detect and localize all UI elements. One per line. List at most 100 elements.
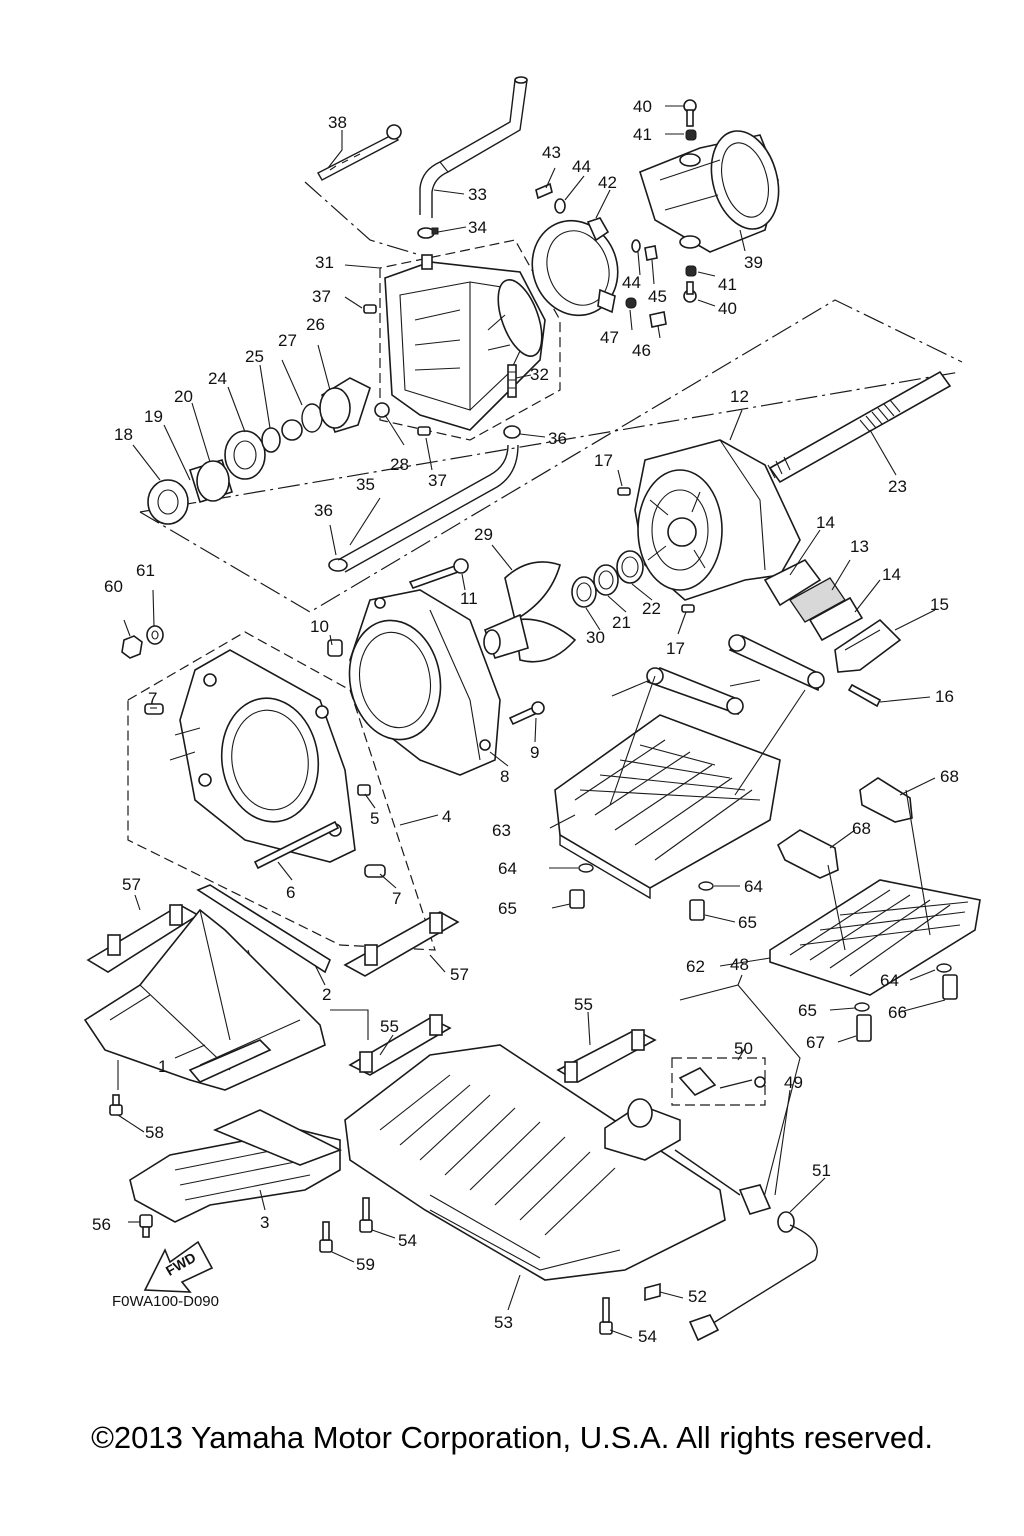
lower-bolts bbox=[109, 1094, 661, 1335]
callout-31: 31 bbox=[315, 253, 334, 272]
callout-45: 45 bbox=[648, 287, 667, 306]
callout-6: 6 bbox=[286, 883, 295, 902]
parts-60-61-nut-washer bbox=[121, 625, 164, 659]
callout-15: 15 bbox=[930, 595, 949, 614]
callout-7b: 7 bbox=[392, 889, 401, 908]
callout-17b: 17 bbox=[666, 639, 685, 658]
part-1-ride-plate bbox=[83, 908, 326, 1091]
part-55-mounts bbox=[348, 1014, 657, 1083]
callout-62: 62 bbox=[686, 957, 705, 976]
callout-13: 13 bbox=[850, 537, 869, 556]
callout-63: 63 bbox=[492, 821, 511, 840]
callout-66: 68 bbox=[852, 819, 871, 838]
assembly-lines bbox=[117, 181, 963, 1206]
part-38-long-bolt bbox=[317, 124, 402, 181]
part-37-pins bbox=[363, 304, 431, 436]
callout-12: 12 bbox=[730, 387, 749, 406]
callout-22: 22 bbox=[642, 599, 661, 618]
callout-65b: 65 bbox=[738, 913, 757, 932]
callout-38: 38 bbox=[328, 113, 347, 132]
callout-65c: 66 bbox=[888, 1003, 907, 1022]
part-53-pump-cover bbox=[344, 1044, 726, 1281]
forward-arrow-icon: FWD bbox=[143, 1240, 214, 1293]
callout-64c: 64 bbox=[880, 971, 899, 990]
leader-lines bbox=[117, 105, 946, 1339]
callout-57a: 57 bbox=[122, 875, 141, 894]
callout-35: 35 bbox=[356, 475, 375, 494]
part-23-drive-shaft bbox=[767, 370, 952, 484]
callout-10: 10 bbox=[310, 617, 329, 636]
part-17-pins bbox=[617, 487, 695, 613]
callout-14b: 14 bbox=[882, 565, 901, 584]
callout-7a: 7 bbox=[148, 689, 157, 708]
part-63-intake-grate bbox=[554, 714, 781, 900]
callout-24: 24 bbox=[208, 369, 227, 388]
part-4-intake-plate bbox=[169, 649, 356, 863]
part-10-collar bbox=[327, 639, 343, 657]
callout-3: 3 bbox=[260, 1213, 269, 1232]
callout-49: 49 bbox=[784, 1073, 803, 1092]
callout-28: 28 bbox=[390, 455, 409, 474]
small-fasteners-top bbox=[535, 99, 697, 328]
part-42-nozzle bbox=[531, 217, 619, 317]
callout-55a: 55 bbox=[380, 1017, 399, 1036]
callout-20: 20 bbox=[174, 387, 193, 406]
callout-61: 61 bbox=[136, 561, 155, 580]
parts-21-22-30-rings bbox=[571, 550, 644, 608]
callout-25: 25 bbox=[245, 347, 264, 366]
callout-1: 1 bbox=[158, 1057, 167, 1076]
parts-48-51-sensor bbox=[604, 1067, 818, 1342]
callout-55b: 55 bbox=[574, 995, 593, 1014]
callout-60: 60 bbox=[104, 577, 123, 596]
part-29-impeller bbox=[483, 561, 577, 663]
callout-36b: 36 bbox=[548, 429, 567, 448]
part-34-clamp bbox=[417, 227, 439, 239]
callout-64d: 65 bbox=[798, 1001, 817, 1020]
callout-54a: 54 bbox=[398, 1231, 417, 1250]
callout-29: 29 bbox=[474, 525, 493, 544]
part-57-mounts bbox=[86, 904, 460, 977]
drawing-code: F0WA100-D090 bbox=[112, 1293, 219, 1310]
callout-4: 4 bbox=[442, 807, 451, 826]
callout-18: 18 bbox=[114, 425, 133, 444]
callout-17a: 17 bbox=[594, 451, 613, 470]
callout-30: 30 bbox=[586, 628, 605, 647]
parts-64-65-fasteners bbox=[569, 863, 958, 1042]
callout-51: 51 bbox=[812, 1161, 831, 1180]
part-2-plate bbox=[196, 884, 331, 974]
callout-34: 34 bbox=[468, 218, 487, 237]
callout-14a: 14 bbox=[816, 513, 835, 532]
callout-40a: 40 bbox=[633, 97, 652, 116]
callout-64a: 64 bbox=[498, 859, 517, 878]
callout-52: 52 bbox=[688, 1287, 707, 1306]
callout-40b: 40 bbox=[718, 299, 737, 318]
callout-56: 56 bbox=[92, 1215, 111, 1234]
part-39-steering-nozzle bbox=[639, 130, 780, 253]
callout-50: 50 bbox=[734, 1039, 753, 1058]
parts-18-28-bearing-stack bbox=[147, 377, 390, 525]
callout-42: 42 bbox=[598, 173, 617, 192]
callout-57b: 57 bbox=[450, 965, 469, 984]
part-8-duct bbox=[348, 589, 501, 776]
parts-13-16-cover bbox=[763, 558, 902, 708]
callout-46: 46 bbox=[632, 341, 651, 360]
callout-26: 26 bbox=[306, 315, 325, 334]
callout-39: 39 bbox=[744, 253, 763, 272]
callout-labels: 1 2 3 4 5 6 7 7 8 9 10 11 12 13 14 14 15… bbox=[92, 97, 959, 1346]
callout-21: 21 bbox=[612, 613, 631, 632]
callout-27: 27 bbox=[278, 331, 297, 350]
callout-53: 53 bbox=[494, 1313, 513, 1332]
callout-58: 58 bbox=[145, 1123, 164, 1142]
copyright-notice: ©2013 Yamaha Motor Corporation, U.S.A. A… bbox=[91, 1420, 933, 1455]
callout-16: 16 bbox=[935, 687, 954, 706]
callout-44a: 44 bbox=[572, 157, 591, 176]
callout-9: 9 bbox=[530, 743, 539, 762]
part-33-hose bbox=[419, 76, 528, 218]
part-31-pump-housing bbox=[384, 254, 546, 431]
part-32-stud bbox=[507, 364, 517, 398]
callout-37b: 37 bbox=[428, 471, 447, 490]
part-3-grate bbox=[129, 1109, 342, 1223]
callout-8: 8 bbox=[500, 767, 509, 786]
callout-54b: 54 bbox=[638, 1327, 657, 1346]
callout-33: 33 bbox=[468, 185, 487, 204]
